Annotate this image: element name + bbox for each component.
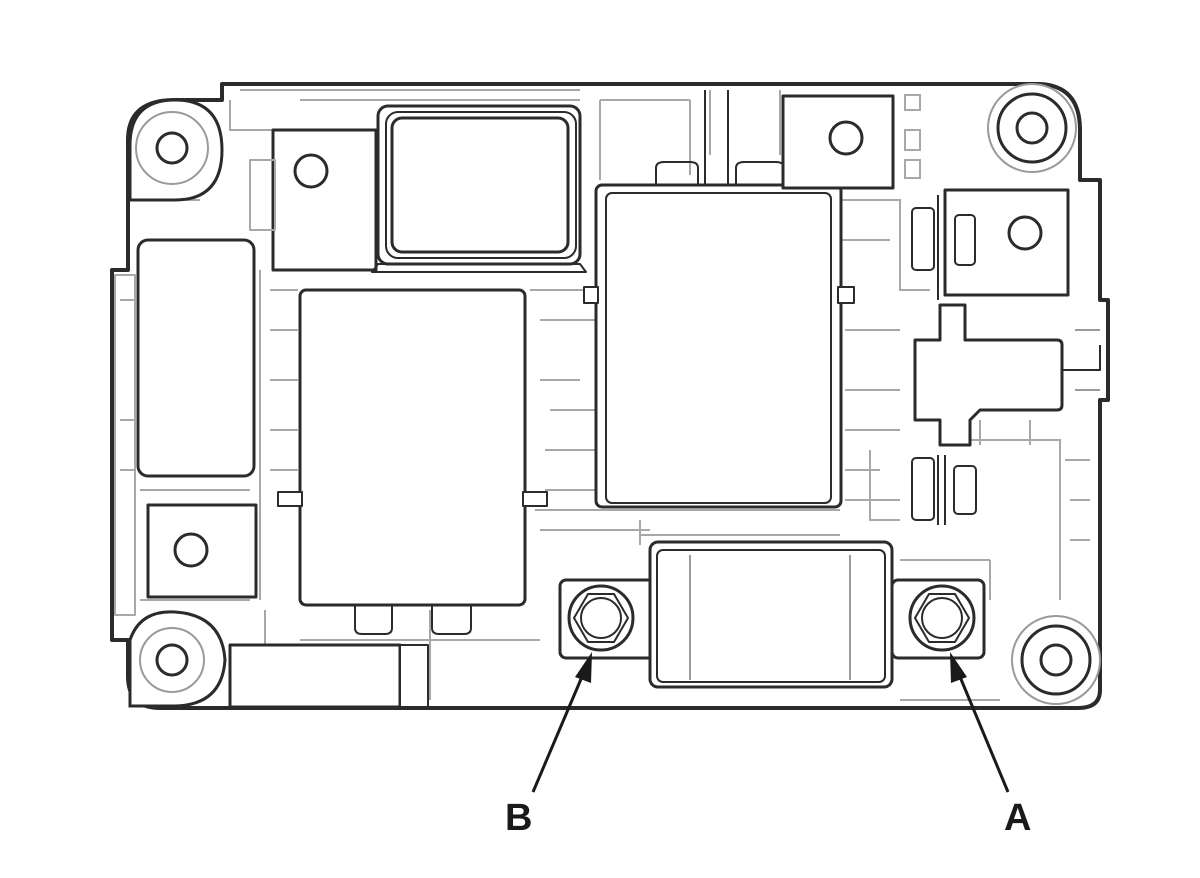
- base-strip-left: [228, 643, 402, 709]
- terminal-block-right-upper: [911, 188, 1070, 300]
- callout-a-leader: [956, 671, 1010, 793]
- mounting-boss-bottom-right: [1011, 615, 1101, 705]
- terminal-bracket-top-left: [249, 128, 378, 272]
- callout-b: B: [505, 652, 592, 839]
- connector-socket-top: [371, 104, 587, 273]
- relay-left-vertical: [136, 238, 256, 478]
- relay-center-right: [583, 90, 855, 509]
- terminal-bracket-bottom-left: [146, 503, 258, 599]
- mounting-hole: [1039, 643, 1073, 677]
- side-bracket-right: [913, 303, 1101, 447]
- callout-a: A: [950, 652, 1031, 839]
- callout-a-arrowhead: [950, 652, 967, 683]
- bolt-b: [567, 584, 635, 652]
- terminal-hole: [1007, 215, 1043, 251]
- mounting-hole: [1015, 111, 1049, 145]
- terminal-hole: [173, 532, 209, 568]
- terminal-hole: [828, 120, 864, 156]
- components: [114, 90, 1101, 709]
- corner-bosses: [128, 83, 1101, 708]
- mounting-boss-top-right: [987, 83, 1077, 173]
- terminal-bracket-top-center: [781, 94, 895, 190]
- callout-b-label: B: [505, 797, 532, 839]
- bolt-a: [908, 584, 976, 652]
- mounting-boss-bottom-left: [128, 610, 227, 708]
- terminal-hole: [293, 153, 329, 189]
- terminal-stud-right-lower: [911, 455, 977, 525]
- relay-center-left: [277, 288, 548, 635]
- mounting-hole: [155, 643, 189, 677]
- mounting-hole: [155, 131, 189, 165]
- callout-a-label: A: [1004, 797, 1031, 839]
- callout-b-arrowhead: [575, 652, 592, 683]
- mounting-boss-top-left: [128, 98, 224, 202]
- callout-b-leader: [531, 671, 586, 793]
